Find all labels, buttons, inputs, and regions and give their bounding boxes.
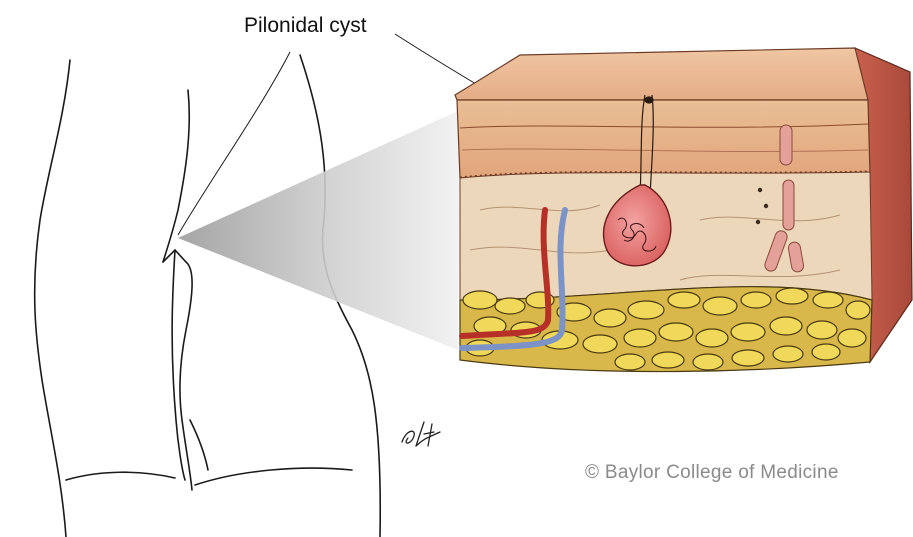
copyright-credit: © Baylor College of Medicine bbox=[585, 462, 839, 484]
artist-signature bbox=[398, 416, 442, 452]
pilonidal-cyst-label: Pilonidal cyst bbox=[244, 14, 367, 38]
magnification-cone bbox=[178, 110, 460, 350]
